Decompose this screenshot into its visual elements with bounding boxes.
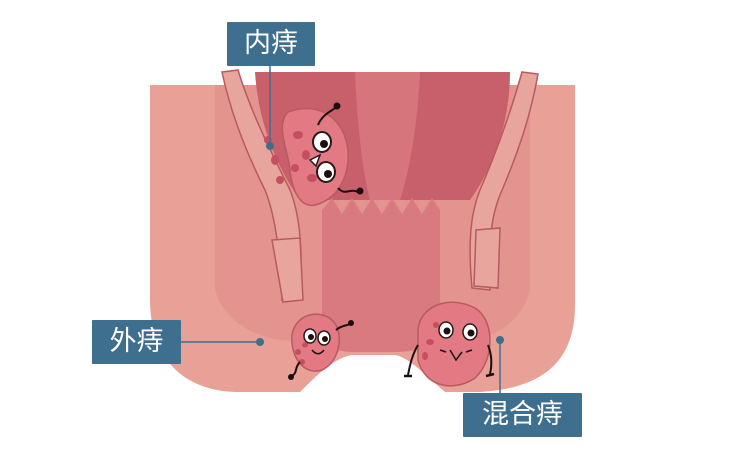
label-external-hemorrhoid: 外痔 [92, 320, 181, 364]
internal-hemorrhoid-character [308, 102, 364, 195]
internal-leader-dot [266, 142, 274, 150]
mixed-hemorrhoid-character [404, 321, 495, 378]
left-sphincter-lower [271, 237, 304, 303]
mixed-leader-dot [496, 336, 504, 344]
leader-dots [256, 142, 504, 346]
rectum-fold [355, 72, 420, 200]
leader-lines [181, 66, 501, 393]
label-mixed-hemorrhoid: 混合痔 [463, 393, 582, 437]
right-sphincter-lower [473, 227, 501, 289]
mixed-hemorrhoid-spots [422, 322, 439, 360]
external-hemorrhoid-spots [295, 342, 308, 365]
label-internal-hemorrhoid: 内痔 [227, 22, 315, 66]
external-leader-dot [256, 338, 264, 346]
anal-canal [322, 198, 440, 352]
external-hemorrhoid-character [288, 320, 354, 380]
